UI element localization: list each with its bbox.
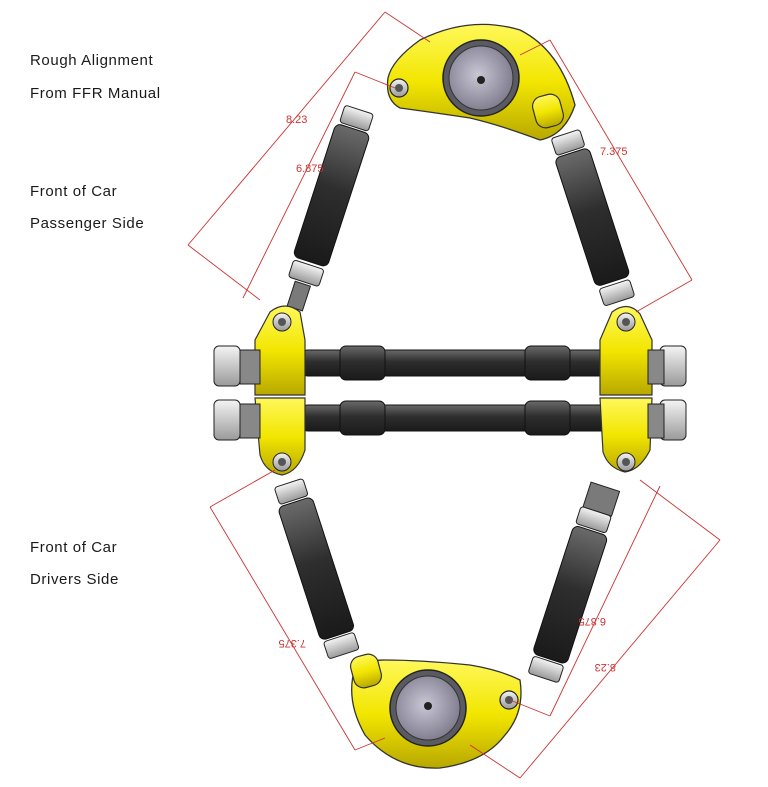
cross-bars xyxy=(213,305,687,476)
label-front-of-car-bottom: Front of Car xyxy=(30,539,118,556)
title-rough-alignment: Rough Alignment xyxy=(30,52,154,69)
upper-a-arm xyxy=(286,23,635,312)
dim-upper-right: 7.375 xyxy=(600,146,628,158)
label-passenger-side: Passenger Side xyxy=(30,215,145,232)
dim-lower-left: 7.375 xyxy=(278,637,306,649)
label-drivers-side: Drivers Side xyxy=(30,571,119,588)
label-front-of-car-top: Front of Car xyxy=(30,183,118,200)
dimension-lines xyxy=(187,11,721,779)
upper-right-link xyxy=(551,129,635,306)
dimension-labels: 8.23 6.875 7.375 7.375 6.875 8.23 xyxy=(278,114,627,673)
dim-upper-outer: 8.23 xyxy=(286,114,307,126)
dim-upper-inner: 6.875 xyxy=(296,163,324,175)
lower-right-link xyxy=(528,481,621,683)
title-ffr-manual: From FFR Manual xyxy=(30,85,161,102)
dim-lower-inner: 6.875 xyxy=(578,615,606,627)
dim-lower-outer: 8.23 xyxy=(595,661,616,673)
lower-left-link xyxy=(274,478,360,659)
lower-a-arm xyxy=(274,478,621,769)
upper-left-link xyxy=(286,105,374,312)
